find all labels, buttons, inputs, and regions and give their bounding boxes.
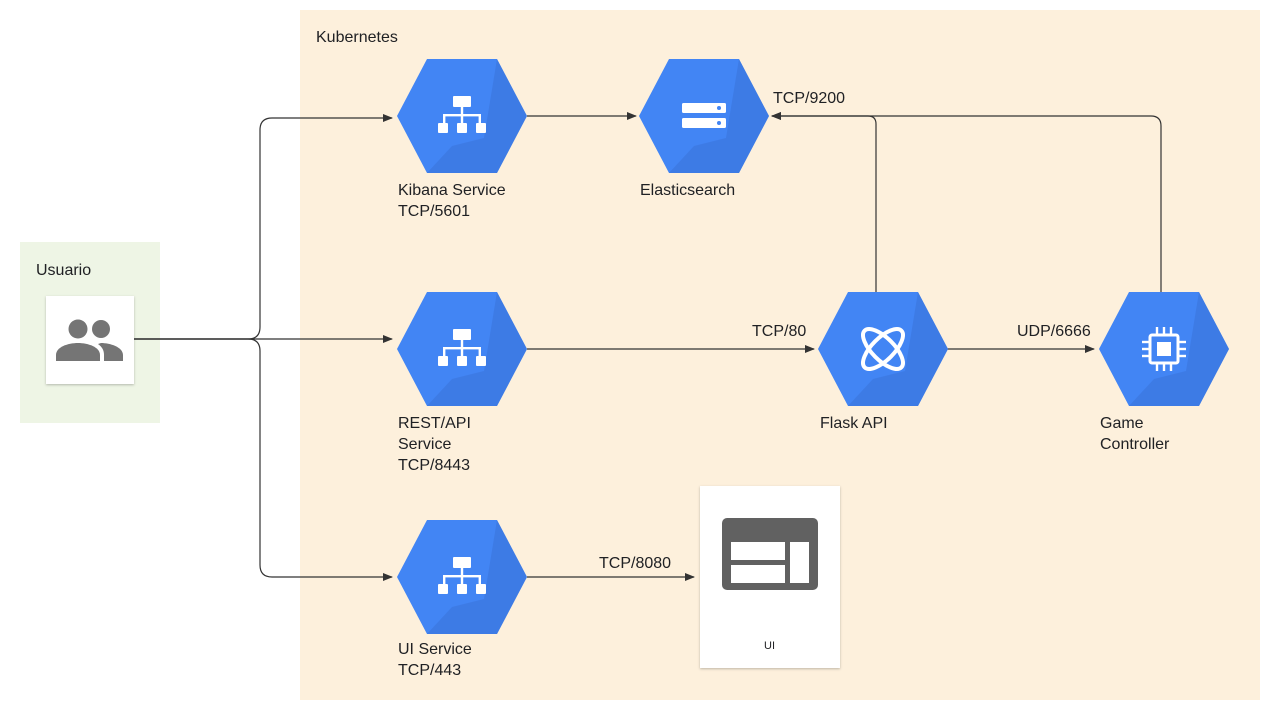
flask-api-node[interactable]: [818, 292, 948, 406]
cpu-chip-icon: [1142, 327, 1186, 371]
game-controller-label-line1: Game: [1100, 415, 1144, 432]
users-card[interactable]: [46, 296, 134, 384]
users-icon: [56, 319, 123, 361]
edge-label-tcp80: TCP/80: [752, 323, 806, 340]
elasticsearch-node[interactable]: [639, 59, 769, 173]
ui-service-port: TCP/443: [398, 662, 461, 679]
kubernetes-zone-title: Kubernetes: [316, 29, 398, 46]
server-storage-icon: [682, 103, 726, 128]
edge-label-tcp8080: TCP/8080: [599, 555, 671, 572]
edge-game-to-elasticsearch: [771, 112, 1162, 293]
kibana-service-label: Kibana Service: [398, 182, 506, 199]
api-engine-icon: [861, 327, 905, 371]
rest-api-port: TCP/8443: [398, 457, 470, 474]
web-layout-icon: [722, 518, 818, 590]
edge-label-tcp9200: TCP/9200: [773, 90, 845, 107]
elasticsearch-label: Elasticsearch: [640, 182, 735, 199]
rest-api-label-line2: Service: [398, 436, 451, 453]
edge-user-to-kibana: [134, 114, 393, 340]
ui-service-label: UI Service: [398, 641, 472, 658]
ui-app-label: UI: [764, 640, 775, 652]
edge-label-udp6666: UDP/6666: [1017, 323, 1091, 340]
game-controller-label-line2: Controller: [1100, 436, 1170, 453]
ui-app-card[interactable]: UI: [700, 486, 840, 668]
flask-api-label: Flask API: [820, 415, 888, 432]
rest-api-label-line1: REST/API: [398, 415, 471, 432]
edge-user-to-ui-service: [134, 338, 393, 581]
kibana-service-port: TCP/5601: [398, 203, 470, 220]
usuario-zone-title: Usuario: [36, 262, 91, 279]
game-controller-node[interactable]: [1099, 292, 1229, 406]
